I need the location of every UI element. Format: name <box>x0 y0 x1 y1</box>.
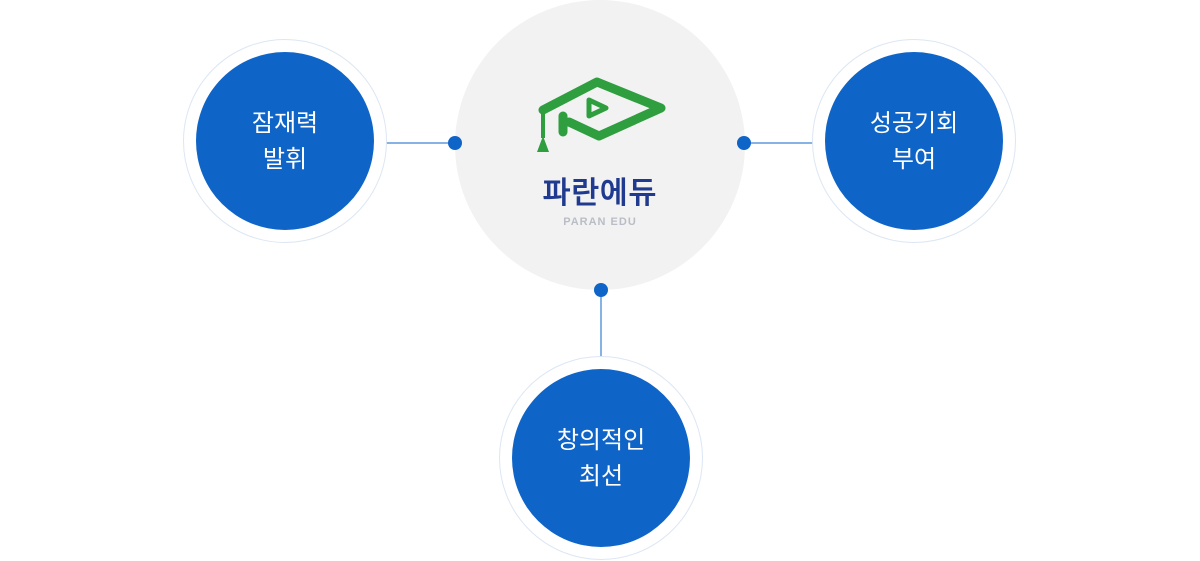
brand-name: 파란에듀 <box>542 176 658 211</box>
node-right-line1: 성공기회 <box>869 109 959 137</box>
node-left-line2: 발휘 <box>262 145 308 173</box>
node-right-circle: 성공기회 부여 <box>825 52 1003 230</box>
node-bottom-line2: 최선 <box>578 462 624 490</box>
brand-subtitle: PARAN EDU <box>563 216 637 228</box>
node-right-line2: 부여 <box>891 145 937 173</box>
node-left-circle: 잠재력 발휘 <box>196 52 374 230</box>
node-bottom-line1: 창의적인 <box>556 426 646 454</box>
graduation-cap-play-icon <box>537 77 666 152</box>
center-logo-circle: 파란에듀 PARAN EDU <box>455 0 745 290</box>
node-bottom-circle: 창의적인 최선 <box>512 369 690 547</box>
node-left-line1: 잠재력 <box>251 109 319 137</box>
